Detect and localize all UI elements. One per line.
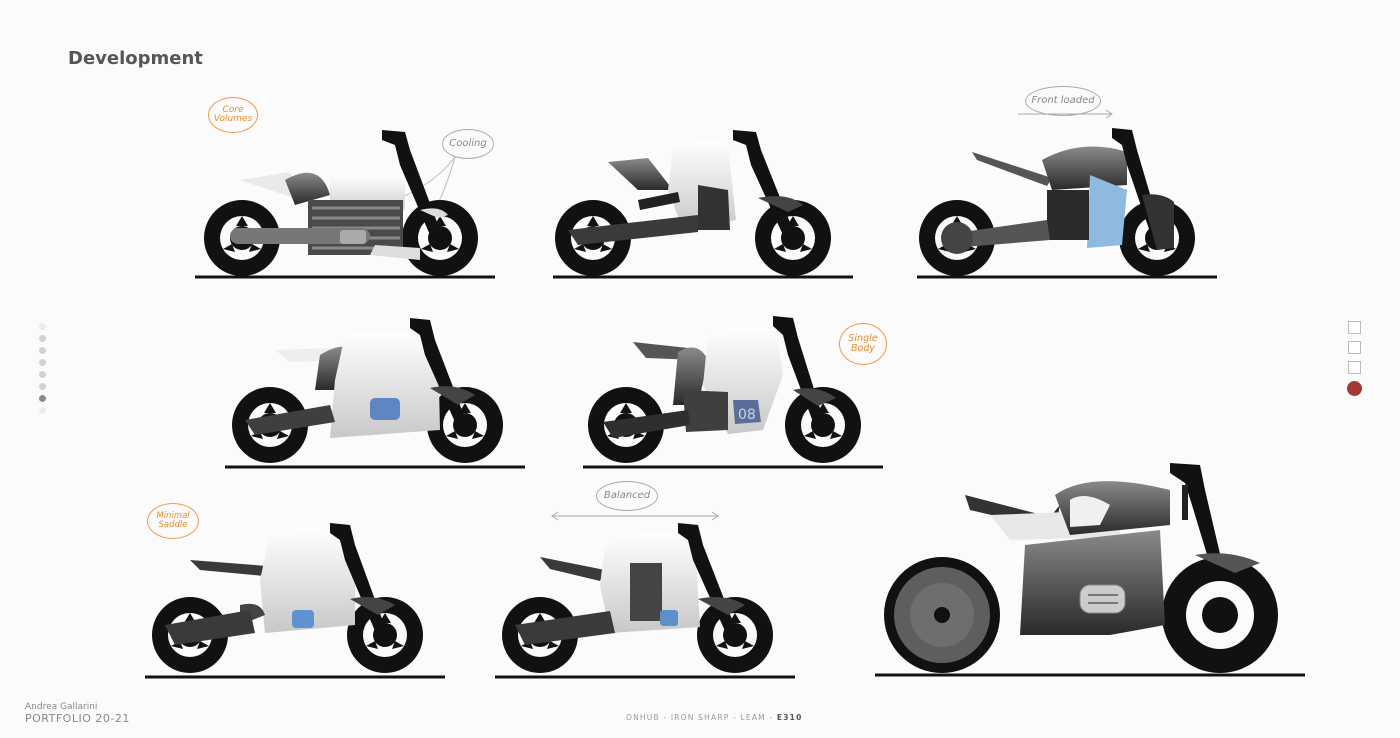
progress-dot [39, 407, 46, 414]
portfolio-label: PORTFOLIO 20-21 [25, 712, 130, 725]
sketch-balanced [495, 523, 795, 679]
annotation-single-body: Single Body [839, 323, 887, 365]
progress-dot [39, 323, 46, 330]
sketch-core-volumes [195, 130, 495, 279]
nav-square-2[interactable] [1348, 341, 1361, 354]
progress-dots [39, 323, 46, 414]
sketch-development-2 [553, 130, 853, 279]
annotation-core-volumes: Core Volumes [208, 97, 258, 133]
project-credits: ONHUB - IRON SHARP - LEAM - E310 [626, 713, 803, 722]
progress-dot [39, 383, 46, 390]
nav-square-3[interactable] [1348, 361, 1361, 374]
annotation-front-loaded: Front loaded [1025, 86, 1101, 116]
progress-dot [39, 335, 46, 342]
sketch-single-body: 08 [583, 316, 883, 469]
author-name: Andrea Gallarini [25, 702, 98, 712]
annotation-minimal-saddle: Minimal Saddle [147, 503, 199, 539]
progress-dot-active [39, 395, 46, 402]
annotation-balanced: Balanced [596, 481, 658, 511]
annotation-cooling: Cooling [442, 129, 494, 159]
progress-dot [39, 347, 46, 354]
progress-dot [39, 359, 46, 366]
project-code: E310 [776, 713, 803, 722]
nav-square-1[interactable] [1348, 321, 1361, 334]
progress-dot [39, 371, 46, 378]
section-nav [1347, 321, 1362, 396]
project-credits-prefix: ONHUB - IRON SHARP - LEAM - [626, 713, 777, 722]
sketch-minimal-saddle [145, 523, 445, 679]
nav-circle-active[interactable] [1347, 381, 1362, 396]
sketch-front-loaded [917, 128, 1217, 279]
sketch-final-render [875, 463, 1305, 677]
sketch-number: 08 [738, 407, 756, 423]
sketch-development-4 [225, 318, 525, 469]
page-title: Development [68, 48, 203, 69]
